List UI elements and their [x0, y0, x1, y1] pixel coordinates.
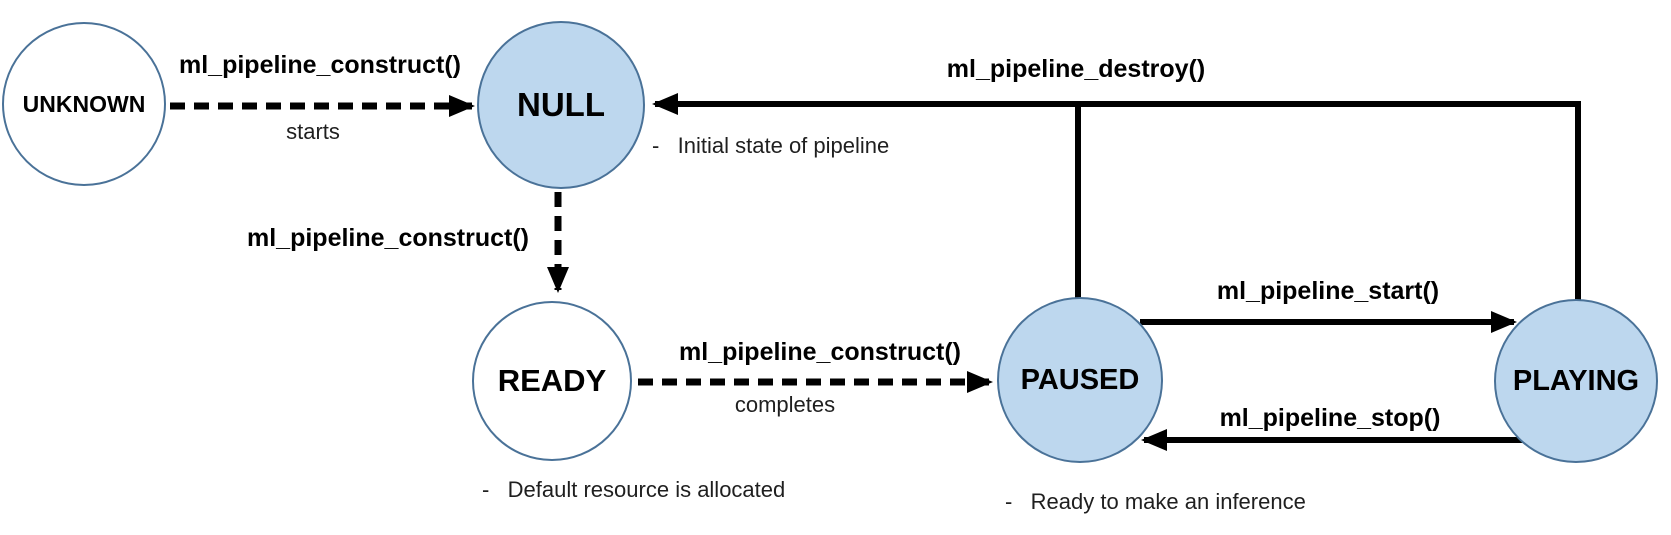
- label-stop: ml_pipeline_stop(): [1219, 404, 1441, 432]
- note-null-state: - Initial state of pipeline: [652, 133, 890, 158]
- label-construct-unknown-null: ml_pipeline_construct(): [179, 51, 461, 79]
- state-null-label: NULL: [517, 86, 605, 123]
- label-destroy: ml_pipeline_destroy(): [946, 55, 1206, 83]
- state-unknown: UNKNOWN: [2, 22, 166, 186]
- state-null: NULL: [477, 21, 645, 189]
- state-paused-label: PAUSED: [1020, 363, 1140, 396]
- state-ready-label: READY: [497, 363, 607, 398]
- sublabel-starts: starts: [286, 119, 340, 144]
- label-construct-ready-paused: ml_pipeline_construct(): [679, 338, 961, 366]
- note-ready-state: - Default resource is allocated: [482, 477, 786, 502]
- state-ready: READY: [472, 301, 632, 461]
- state-playing: PLAYING: [1494, 299, 1658, 463]
- state-paused: PAUSED: [997, 297, 1163, 463]
- state-playing-label: PLAYING: [1512, 364, 1640, 397]
- note-paused-state: - Ready to make an inference: [1005, 489, 1306, 514]
- state-unknown-label: UNKNOWN: [22, 90, 146, 117]
- label-start: ml_pipeline_start(): [1216, 277, 1440, 305]
- label-construct-null-ready: ml_pipeline_construct(): [247, 224, 529, 252]
- transition-destroy-to-null-line: [652, 93, 1581, 300]
- sublabel-completes: completes: [734, 392, 836, 417]
